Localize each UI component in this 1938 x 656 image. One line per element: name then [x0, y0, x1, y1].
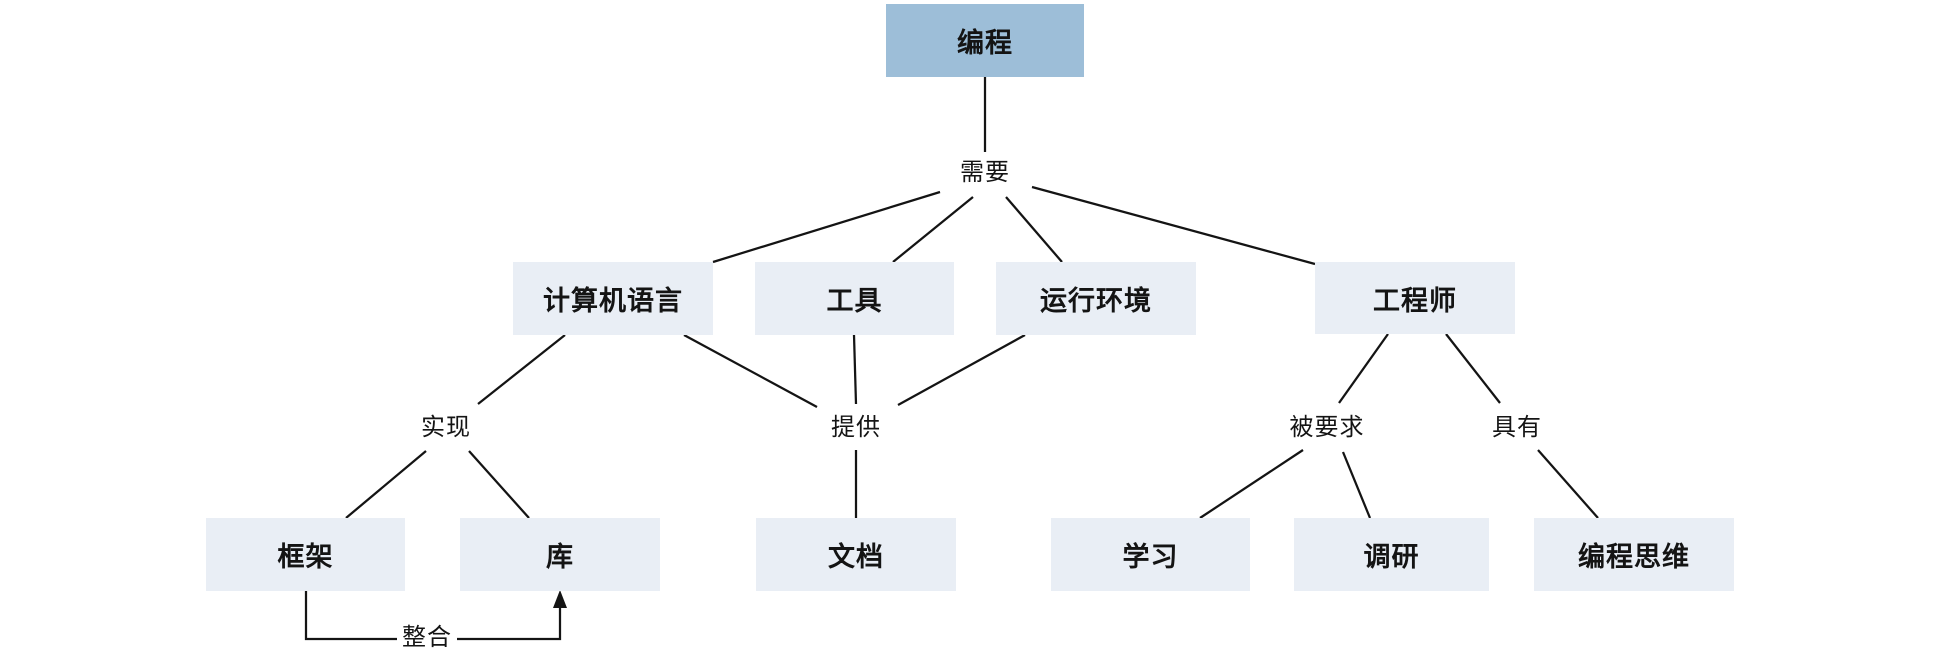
arrowhead-icon [553, 590, 567, 608]
connector-implements-library [468, 450, 530, 519]
node-runtime-environment[interactable]: 运行环境 [996, 262, 1196, 335]
relation-provides[interactable]: 提供 [826, 415, 886, 441]
relation-needs[interactable]: 需要 [955, 160, 1015, 186]
node-label: 工程师 [1373, 285, 1457, 316]
node-library[interactable]: 库 [460, 518, 660, 591]
node-tools[interactable]: 工具 [755, 262, 954, 335]
node-research[interactable]: 调研 [1294, 518, 1489, 591]
node-learning[interactable]: 学习 [1051, 518, 1250, 591]
node-programming-mindset[interactable]: 编程思维 [1534, 518, 1734, 591]
node-label: 学习 [1122, 542, 1179, 572]
connector-required-to-research [1341, 451, 1372, 519]
node-label: 计算机语言 [543, 286, 683, 316]
node-computer-language[interactable]: 计算机语言 [513, 262, 713, 335]
connector-tools-provides [852, 334, 858, 405]
node-documentation[interactable]: 文档 [756, 518, 956, 591]
node-engineer[interactable]: 工程师 [1315, 262, 1515, 334]
node-label: 库 [546, 542, 574, 572]
connector-engineer-required-to [1338, 333, 1389, 404]
connector-needs-runtime-environment [1005, 196, 1063, 263]
node-label: 调研 [1363, 542, 1420, 572]
connector-needs-computer-language [712, 190, 941, 264]
connector-required-to-learning [1199, 449, 1304, 519]
relation-required-to[interactable]: 被要求 [1284, 415, 1370, 441]
connector-engineer-has [1445, 333, 1501, 404]
node-label: 编程 [957, 28, 1013, 58]
connector-needs-engineer [1031, 185, 1316, 266]
node-programming[interactable]: 编程 [886, 4, 1084, 77]
connector-implements-framework [345, 450, 427, 519]
node-label: 编程思维 [1578, 542, 1690, 572]
connector-runtime-environment-provides [897, 334, 1026, 406]
relation-has[interactable]: 具有 [1487, 415, 1547, 441]
connector-computer-language-implements [477, 334, 566, 405]
relation-implements[interactable]: 实现 [416, 415, 476, 441]
connector-needs-tools [892, 196, 974, 263]
node-framework[interactable]: 框架 [206, 518, 405, 591]
connector-computer-language-provides [683, 334, 818, 408]
node-label: 文档 [828, 542, 884, 572]
node-label: 工具 [826, 286, 883, 316]
relation-integrates[interactable]: 整合 [397, 625, 457, 651]
connector-has-programming-mindset [1537, 449, 1599, 519]
node-label: 框架 [277, 542, 334, 572]
node-label: 运行环境 [1040, 286, 1152, 316]
